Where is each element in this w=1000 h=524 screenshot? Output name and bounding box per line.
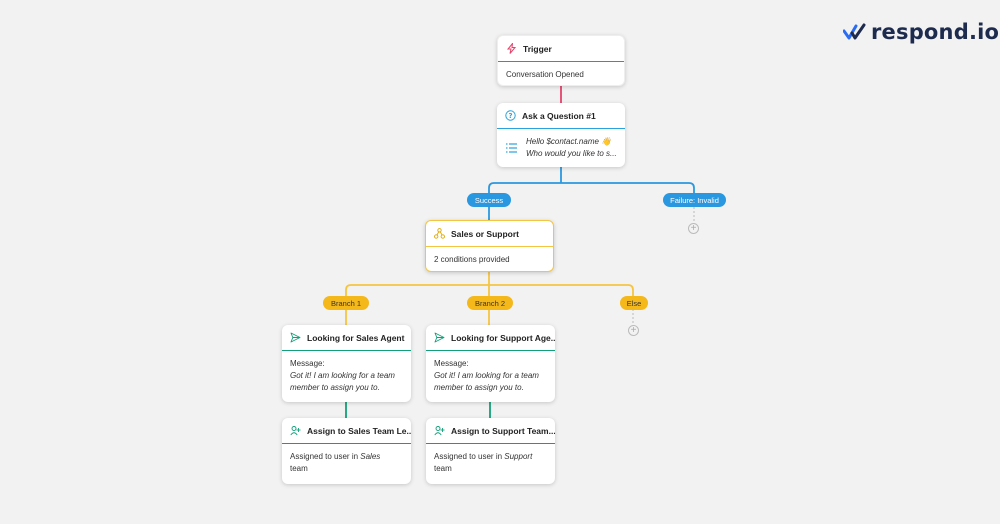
message-label: Message: <box>434 359 469 368</box>
lightning-icon <box>506 43 517 54</box>
brand-logo: respond.io <box>843 18 999 46</box>
add-step-icon[interactable]: + <box>628 325 639 336</box>
ask-line-2: Who would you like to s... <box>526 149 617 158</box>
assign-prefix: Assigned to user in <box>290 452 361 461</box>
svg-text:?: ? <box>508 112 512 120</box>
condition-header: Sales or Support <box>426 221 553 247</box>
branch-2-pill[interactable]: Branch 2 <box>467 296 513 310</box>
ask-question-node[interactable]: ? Ask a Question #1 Hello $contact.name … <box>497 103 625 167</box>
trigger-title: Trigger <box>523 43 552 54</box>
condition-body: 2 conditions provided <box>434 255 510 264</box>
assign-sales-body: Assigned to user in Sales team <box>282 444 411 482</box>
assign-user-icon <box>290 425 301 436</box>
assign-team-name: Sales <box>360 452 381 461</box>
support-message-body: Message: Got it! I am looking for a team… <box>426 351 555 401</box>
checkmark-logo-icon <box>843 23 866 40</box>
else-branch-pill[interactable]: Else <box>620 296 648 310</box>
branch-1-pill[interactable]: Branch 1 <box>323 296 369 310</box>
logo-text: respond.io <box>871 20 1000 44</box>
failure-branch-pill[interactable]: Failure: Invalid <box>663 193 726 207</box>
support-message-header: Looking for Support Age... <box>426 325 555 351</box>
assign-team-name: Support <box>504 452 533 461</box>
sales-message-body: Message: Got it! I am looking for a team… <box>282 351 411 401</box>
list-icon <box>505 142 518 154</box>
ask-body: Hello $contact.name 👋 Who would you like… <box>497 129 625 167</box>
ask-line-1: Hello $contact.name 👋 <box>526 137 612 146</box>
branch-icon <box>434 228 445 239</box>
assign-suffix: team <box>290 464 308 473</box>
sales-message-header: Looking for Sales Agent <box>282 325 411 351</box>
condition-node[interactable]: Sales or Support 2 conditions provided <box>425 220 554 272</box>
assign-support-node[interactable]: Assign to Support Team... Assigned to us… <box>426 418 555 484</box>
assign-support-title: Assign to Support Team... <box>451 425 555 436</box>
assign-user-icon <box>434 425 445 436</box>
message-text: Got it! I am looking for a team member t… <box>290 371 395 392</box>
assign-prefix: Assigned to user in <box>434 452 505 461</box>
trigger-node[interactable]: Trigger Conversation Opened <box>497 35 625 86</box>
message-label: Message: <box>290 359 325 368</box>
sales-message-node[interactable]: Looking for Sales Agent Message: Got it!… <box>282 325 411 402</box>
support-message-node[interactable]: Looking for Support Age... Message: Got … <box>426 325 555 402</box>
ask-title: Ask a Question #1 <box>522 110 596 121</box>
message-text: Got it! I am looking for a team member t… <box>434 371 539 392</box>
trigger-header: Trigger <box>498 36 624 62</box>
assign-sales-header: Assign to Sales Team Le... <box>282 418 411 444</box>
assign-support-header: Assign to Support Team... <box>426 418 555 444</box>
add-step-icon[interactable]: + <box>688 223 699 234</box>
ask-header: ? Ask a Question #1 <box>497 103 625 129</box>
assign-sales-title: Assign to Sales Team Le... <box>307 425 411 436</box>
assign-sales-node[interactable]: Assign to Sales Team Le... Assigned to u… <box>282 418 411 484</box>
send-icon <box>434 332 445 343</box>
support-message-title: Looking for Support Age... <box>451 332 555 343</box>
success-branch-pill[interactable]: Success <box>467 193 511 207</box>
assign-support-body: Assigned to user in Support team <box>426 444 555 482</box>
assign-suffix: team <box>434 464 452 473</box>
sales-message-title: Looking for Sales Agent <box>307 332 405 343</box>
question-icon: ? <box>505 110 516 121</box>
condition-title: Sales or Support <box>451 228 520 239</box>
send-icon <box>290 332 301 343</box>
trigger-body: Conversation Opened <box>506 70 584 79</box>
